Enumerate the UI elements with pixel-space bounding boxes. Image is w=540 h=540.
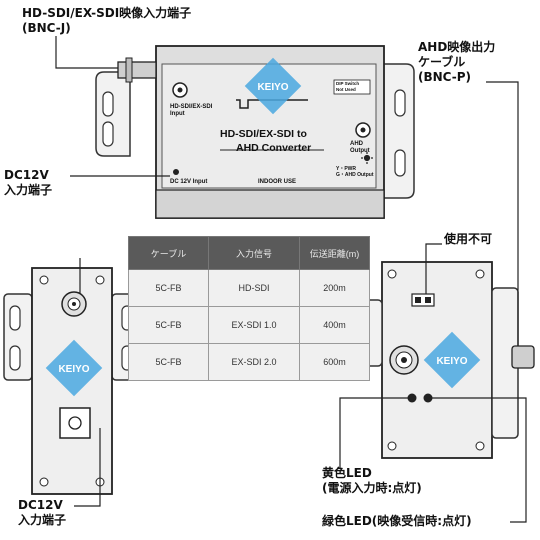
callout-green-led: 緑色LED(映像受信時:点灯) xyxy=(322,514,472,528)
callout-input-bnc: HD-SDI/EX-SDI映像入力端子 (BNC-J) xyxy=(22,6,192,35)
front-view-device: KEIYO xyxy=(3,267,141,495)
table-row: 5C-FB EX-SDI 2.0 600m xyxy=(128,343,370,381)
mount-slot xyxy=(9,345,21,371)
yellow-led xyxy=(407,393,417,403)
bnc-input-connector xyxy=(117,61,157,79)
led-icon xyxy=(361,152,373,164)
ahd-cable-plug xyxy=(511,345,535,369)
device-title-line1: HD-SDI/EX-SDI to xyxy=(220,128,307,140)
indoor-use-label: INDOOR USE xyxy=(258,179,297,185)
callout-dc-input-bottom: DC12V 入力端子 xyxy=(18,498,67,527)
svg-text:KEIYO: KEIYO xyxy=(436,356,467,367)
callout-not-used: 使用不可 xyxy=(444,232,493,246)
table-row: 5C-FB HD-SDI 200m xyxy=(128,269,370,307)
green-led xyxy=(423,393,433,403)
transmission-spec-table: ケーブル 入力信号 伝送距離(m) 5C-FB HD-SDI 200m 5C-F… xyxy=(128,236,370,381)
dip-switch-label: DIP Switch Not Used xyxy=(336,81,360,92)
table-row: 5C-FB EX-SDI 1.0 400m xyxy=(128,306,370,344)
led-legend: Y・PWR G・AHD Output xyxy=(336,166,374,178)
keiyo-logo: KEIYO xyxy=(244,57,302,115)
callout-yellow-led: 黄色LED (電源入力時:点灯) xyxy=(322,466,422,495)
dc-panel-label: DC 12V Input xyxy=(170,179,208,185)
leader-lines xyxy=(55,36,527,523)
mount-slot xyxy=(102,91,114,117)
mount-slot xyxy=(9,305,21,331)
mount-slot xyxy=(394,89,406,117)
callout-dc-input-top: DC12V 入力端子 xyxy=(4,168,53,197)
mount-slot xyxy=(102,121,114,147)
dc-front-jack xyxy=(59,407,91,439)
ahd-output-panel-label: AHD Output xyxy=(350,141,370,154)
keiyo-logo: KEIYO xyxy=(45,339,103,397)
svg-text:KEIYO: KEIYO xyxy=(58,364,89,375)
header-cable: ケーブル xyxy=(128,236,209,270)
table-header-row: ケーブル 入力信号 伝送距離(m) xyxy=(128,236,370,270)
device-title-line2: AHD Converter xyxy=(236,142,312,154)
keiyo-logo: KEIYO xyxy=(423,331,481,389)
mount-slot xyxy=(394,149,406,177)
callout-ahd-output: AHD映像出力 ケーブル (BNC-P) xyxy=(418,40,496,84)
input-panel-label: HD-SDI/EX-SDI Input xyxy=(170,104,213,117)
top-device: KEIYO xyxy=(95,45,415,219)
header-distance: 伝送距離(m) xyxy=(299,236,370,270)
header-input-signal: 入力信号 xyxy=(208,236,300,270)
svg-text:KEIYO: KEIYO xyxy=(257,82,288,93)
rear-view-device: KEIYO xyxy=(355,261,535,459)
